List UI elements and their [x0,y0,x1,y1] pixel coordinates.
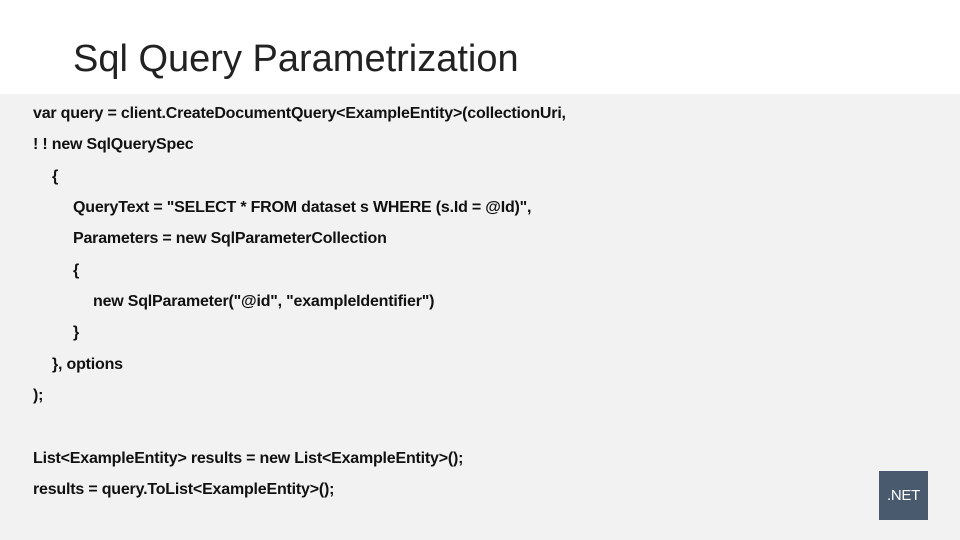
dotnet-badge-label: .NET [887,487,920,504]
dotnet-badge: .NET [879,471,928,520]
code-line-8: } [73,324,80,341]
code-line-2: ! ! new SqlQuerySpec [33,136,194,153]
code-line-11: List<ExampleEntity> results = new List<E… [33,450,464,467]
code-line-7: new SqlParameter("@id", "exampleIdentifi… [93,293,435,310]
code-line-12: results = query.ToList<ExampleEntity>(); [33,481,335,498]
code-panel [0,94,960,540]
code-line-3: { [52,168,59,185]
code-line-1: var query = client.CreateDocumentQuery<E… [33,105,566,122]
code-line-5: Parameters = new SqlParameterCollection [73,230,387,247]
slide-title: Sql Query Parametrization [73,38,519,80]
code-line-6: { [73,262,80,279]
code-line-4: QueryText = "SELECT * FROM dataset s WHE… [73,199,532,216]
code-line-9: }, options [52,356,123,373]
code-line-10: ); [33,387,44,404]
